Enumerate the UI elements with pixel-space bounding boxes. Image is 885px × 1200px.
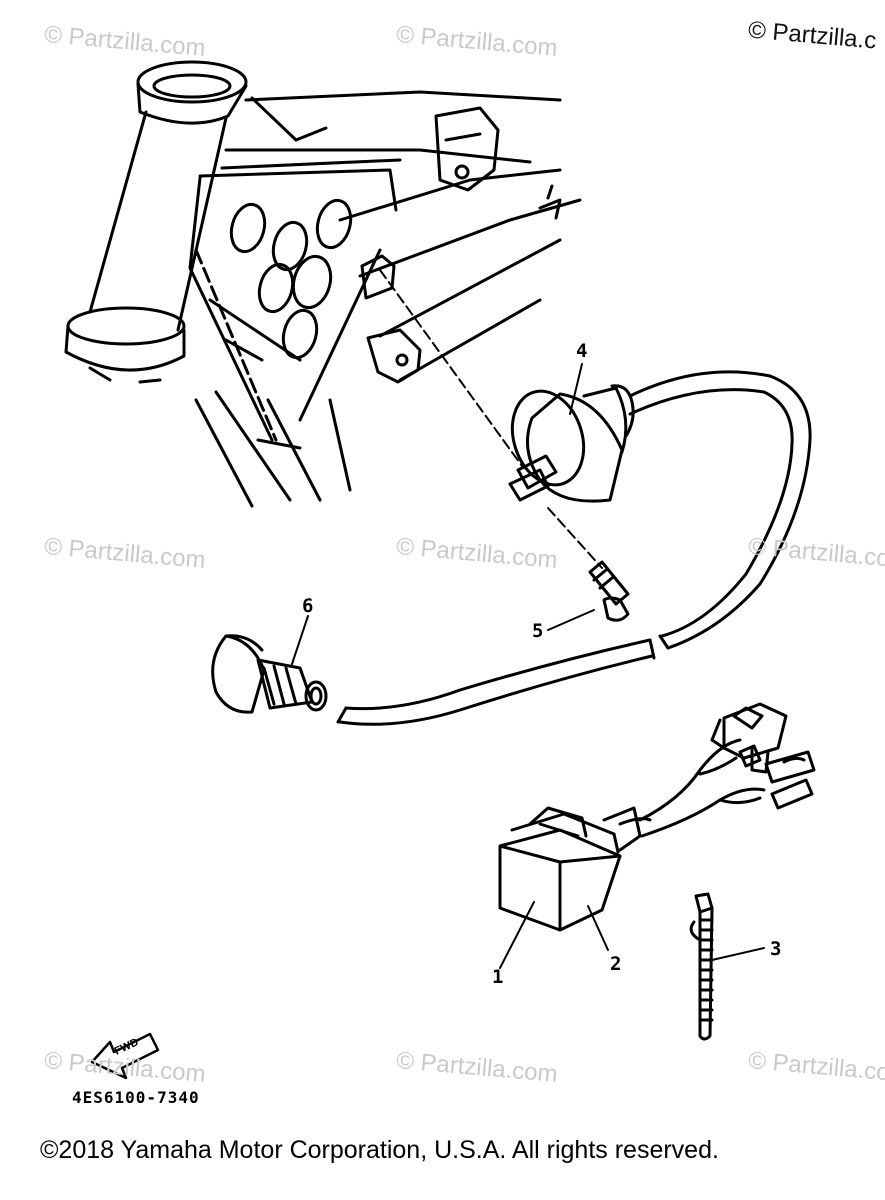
- frame-head-tube: [64, 60, 248, 384]
- callout-6: 6: [302, 595, 314, 617]
- spark-plug-cap: [211, 634, 328, 714]
- copyright-notice: ©2018 Yamaha Motor Corporation, U.S.A. A…: [40, 1136, 719, 1164]
- fwd-arrow-icon: [90, 1032, 160, 1080]
- frame-gusset: [188, 90, 582, 508]
- diagram-code: 4ES6100-7340: [72, 1088, 200, 1107]
- callout-4: 4: [576, 340, 588, 362]
- callout-3: 3: [770, 938, 782, 960]
- callout-1: 1: [492, 966, 504, 988]
- cdi-unit: [498, 806, 652, 932]
- wire-harness: [638, 702, 816, 838]
- cable-tie: [689, 892, 714, 1041]
- ignition-coil: [379, 269, 635, 503]
- flange-bolt: [547, 507, 630, 622]
- callout-5: 5: [532, 620, 544, 642]
- callout-2: 2: [610, 953, 622, 975]
- high-tension-lead: [336, 370, 812, 726]
- leader-lines: [291, 363, 765, 969]
